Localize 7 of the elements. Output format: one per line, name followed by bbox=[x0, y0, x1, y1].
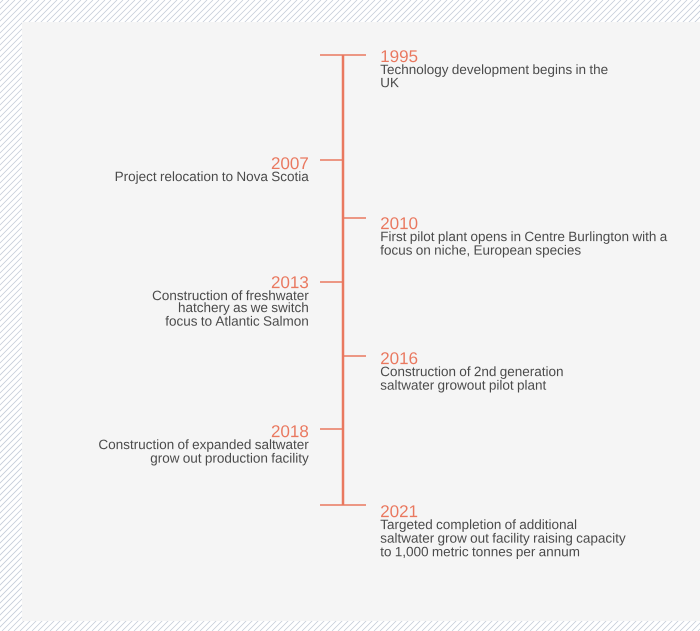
timeline-entry: 2010 First pilot plant opens in Centre Burlington with a focus on niche, European species bbox=[380, 217, 668, 258]
timeline-entry: 1995 Technology development begins in the UK bbox=[380, 50, 608, 88]
timeline-entry: 2007 Project relocation to Nova Scotia bbox=[116, 157, 309, 184]
timeline-entry: 2016 Construction of 2nd generation saltwater growout pilot plant bbox=[380, 352, 563, 392]
timeline-entry: 2021 Targeted completion of additional saltwater grow out facility raising capacity to 1,000 metric tonnes per annum bbox=[380, 505, 626, 560]
timeline-entry: 2013 Construction of freshwater hatchery as we switch focus to Atlantic Salmon bbox=[152, 276, 309, 326]
timeline-entry: 2018 Construction of expanded saltwater grow out production facility bbox=[99, 425, 309, 466]
